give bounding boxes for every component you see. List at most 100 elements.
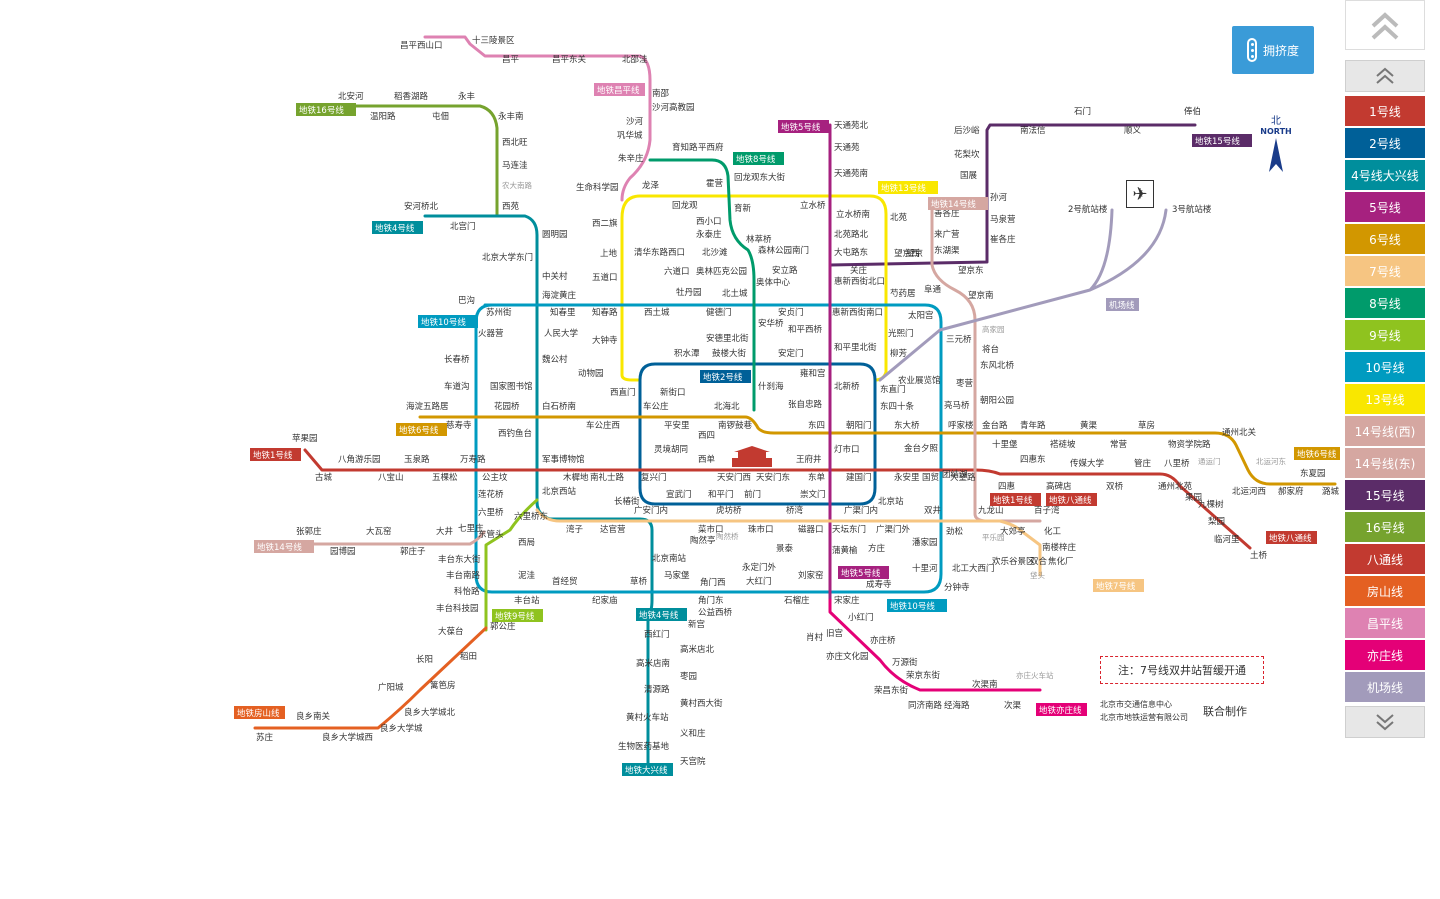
station-label[interactable]: 十里河 <box>912 563 938 574</box>
line-button[interactable]: 4号线大兴线 <box>1345 160 1425 190</box>
station-label[interactable]: 黄村西大街 <box>680 698 723 709</box>
station-label[interactable]: 土桥 <box>1250 550 1268 561</box>
station-label[interactable]: 北苑 <box>890 212 908 223</box>
station-label[interactable]: 林萃桥 <box>746 234 772 245</box>
station-label[interactable]: 沙河高教园 <box>652 102 695 113</box>
station-label[interactable]: 达官营 <box>600 524 626 535</box>
station-label[interactable]: 永丰 <box>458 91 476 102</box>
station-label[interactable]: 天坛东门 <box>832 524 866 535</box>
station-label[interactable]: 五棵松 <box>432 472 458 483</box>
station-label[interactable]: 潘家园 <box>912 537 938 548</box>
station-label[interactable]: 花园桥 <box>494 401 520 412</box>
station-label[interactable]: 亦庄火车站 <box>1016 670 1054 680</box>
station-label[interactable]: 北新桥 <box>834 381 860 392</box>
station-label[interactable]: 八宝山 <box>378 472 404 483</box>
station-label[interactable]: 巩华城 <box>617 130 643 141</box>
station-label[interactable]: 百子湾 <box>1034 505 1060 516</box>
station-label[interactable]: 菜市口 <box>698 524 724 535</box>
station-label[interactable]: 丰台东大街 <box>438 554 481 565</box>
station-label[interactable]: 崇文门 <box>800 489 826 500</box>
station-label[interactable]: 前门 <box>744 489 761 500</box>
station-label[interactable]: 管庄 <box>1134 458 1152 469</box>
line-button[interactable]: 1号线 <box>1345 96 1425 126</box>
station-label[interactable]: 东风北桥 <box>980 360 1015 371</box>
line-tag-label[interactable]: 地铁10号线 <box>890 601 935 612</box>
line-button[interactable]: 亦庄线 <box>1345 640 1425 670</box>
station-label[interactable]: 大红门 <box>746 576 772 587</box>
station-label[interactable]: 良乡南关 <box>296 711 331 722</box>
station-label[interactable]: 善各庄 <box>934 208 960 219</box>
station-label[interactable]: 安贞门 <box>778 307 804 318</box>
station-label[interactable]: 牡丹园 <box>676 287 702 298</box>
line-tag-label[interactable]: 地铁14号线 <box>257 542 302 553</box>
subway-map[interactable]: 昌平西山口十三陵景区昌平昌平东关北邵洼南邵沙河高教园沙河巩华城朱辛庄生命科学园北… <box>0 0 1340 899</box>
station-label[interactable]: 军事博物馆 <box>542 454 585 465</box>
station-label[interactable]: 黄村火车站 <box>626 712 669 723</box>
station-label[interactable]: 复兴门 <box>641 472 667 483</box>
station-label[interactable]: 国贸 <box>922 472 939 483</box>
station-label[interactable]: 清源路 <box>644 684 670 695</box>
station-label[interactable]: 和平门 <box>708 489 734 500</box>
station-label[interactable]: 立水桥 <box>800 200 826 211</box>
line-button[interactable]: 机场线 <box>1345 672 1425 702</box>
station-label[interactable]: 车公庄西 <box>586 420 620 431</box>
station-label[interactable]: 西钓鱼台 <box>498 428 532 439</box>
station-label[interactable]: 高家园 <box>982 324 1005 334</box>
station-label[interactable]: 崔各庄 <box>990 234 1016 245</box>
station-label[interactable]: 昌平西山口 <box>400 40 443 51</box>
station-label[interactable]: 和平西桥 <box>788 324 823 335</box>
station-label[interactable]: 六里桥东 <box>514 511 548 522</box>
station-label[interactable]: 高米店北 <box>680 644 715 655</box>
station-label[interactable]: 生命科学园 <box>576 182 619 193</box>
station-label[interactable]: 森林公园南门 <box>758 245 809 256</box>
station-label[interactable]: 北运河西 <box>1232 486 1266 497</box>
station-label[interactable]: 白石桥南 <box>542 401 576 412</box>
station-label[interactable]: 西土城 <box>644 307 670 318</box>
station-label[interactable]: 永定门外 <box>742 562 777 573</box>
station-label[interactable]: 褡裢坡 <box>1050 439 1076 450</box>
station-label[interactable]: 通州北苑 <box>1158 481 1193 492</box>
station-label[interactable]: 果园 <box>1185 493 1202 503</box>
station-label[interactable]: 惠新西街南口 <box>832 307 883 318</box>
station-label[interactable]: 花梨坎 <box>954 149 980 160</box>
station-label[interactable]: 北京站 <box>878 496 904 507</box>
station-label[interactable]: 金台夕照 <box>904 443 939 454</box>
station-label[interactable]: 长春桥 <box>444 354 470 365</box>
station-label[interactable]: 天通苑 <box>834 142 860 153</box>
station-label[interactable]: 篱笆房 <box>430 680 456 691</box>
station-label[interactable]: 2号航站楼 <box>1068 204 1108 215</box>
station-label[interactable]: 魏公村 <box>542 354 568 365</box>
station-label[interactable]: 泥洼 <box>518 570 536 581</box>
station-label[interactable]: 亦庄桥 <box>870 635 896 646</box>
station-label[interactable]: 望京 <box>906 248 923 259</box>
station-label[interactable]: 动物园 <box>578 368 604 379</box>
collapse-panel-button[interactable] <box>1345 0 1425 50</box>
station-label[interactable]: 东管头 <box>478 529 504 540</box>
station-label[interactable]: 安德里北街 <box>706 333 749 344</box>
station-label[interactable]: 八里桥 <box>1164 458 1190 469</box>
station-label[interactable]: 惠新西街北口 <box>834 276 885 287</box>
station-label[interactable]: 通州北关 <box>1222 427 1257 438</box>
station-label[interactable]: 湾子 <box>566 524 584 535</box>
station-label[interactable]: 后沙峪 <box>954 125 980 136</box>
station-label[interactable]: 朱辛庄 <box>618 153 644 164</box>
station-label[interactable]: 石门 <box>1074 106 1091 117</box>
station-label[interactable]: 木樨地 <box>563 472 589 483</box>
station-label[interactable]: 十三陵景区 <box>472 35 515 46</box>
station-label[interactable]: 刘家窑 <box>798 570 824 581</box>
station-label[interactable]: 昌平 <box>502 55 520 65</box>
station-label[interactable]: 北邵洼 <box>622 54 648 65</box>
station-label[interactable]: 南楼梓庄 <box>1042 542 1077 553</box>
station-label[interactable]: 农业展览馆 <box>898 375 941 386</box>
station-label[interactable]: 九龙山 <box>978 505 1004 516</box>
line-button[interactable]: 16号线 <box>1345 512 1425 542</box>
station-label[interactable]: 马家堡 <box>664 570 690 581</box>
station-label[interactable]: 长椿街 <box>614 496 640 507</box>
line-tag-label[interactable]: 地铁14号线 <box>931 199 976 210</box>
station-label[interactable]: 西北旺 <box>502 138 528 148</box>
station-label[interactable]: 奥林匹克公园 <box>696 266 747 277</box>
station-label[interactable]: 北苑路北 <box>834 229 869 240</box>
station-label[interactable]: 苏庄 <box>256 732 274 743</box>
line-tag-label[interactable]: 地铁16号线 <box>299 105 344 116</box>
station-label[interactable]: 张自忠路 <box>788 399 823 410</box>
